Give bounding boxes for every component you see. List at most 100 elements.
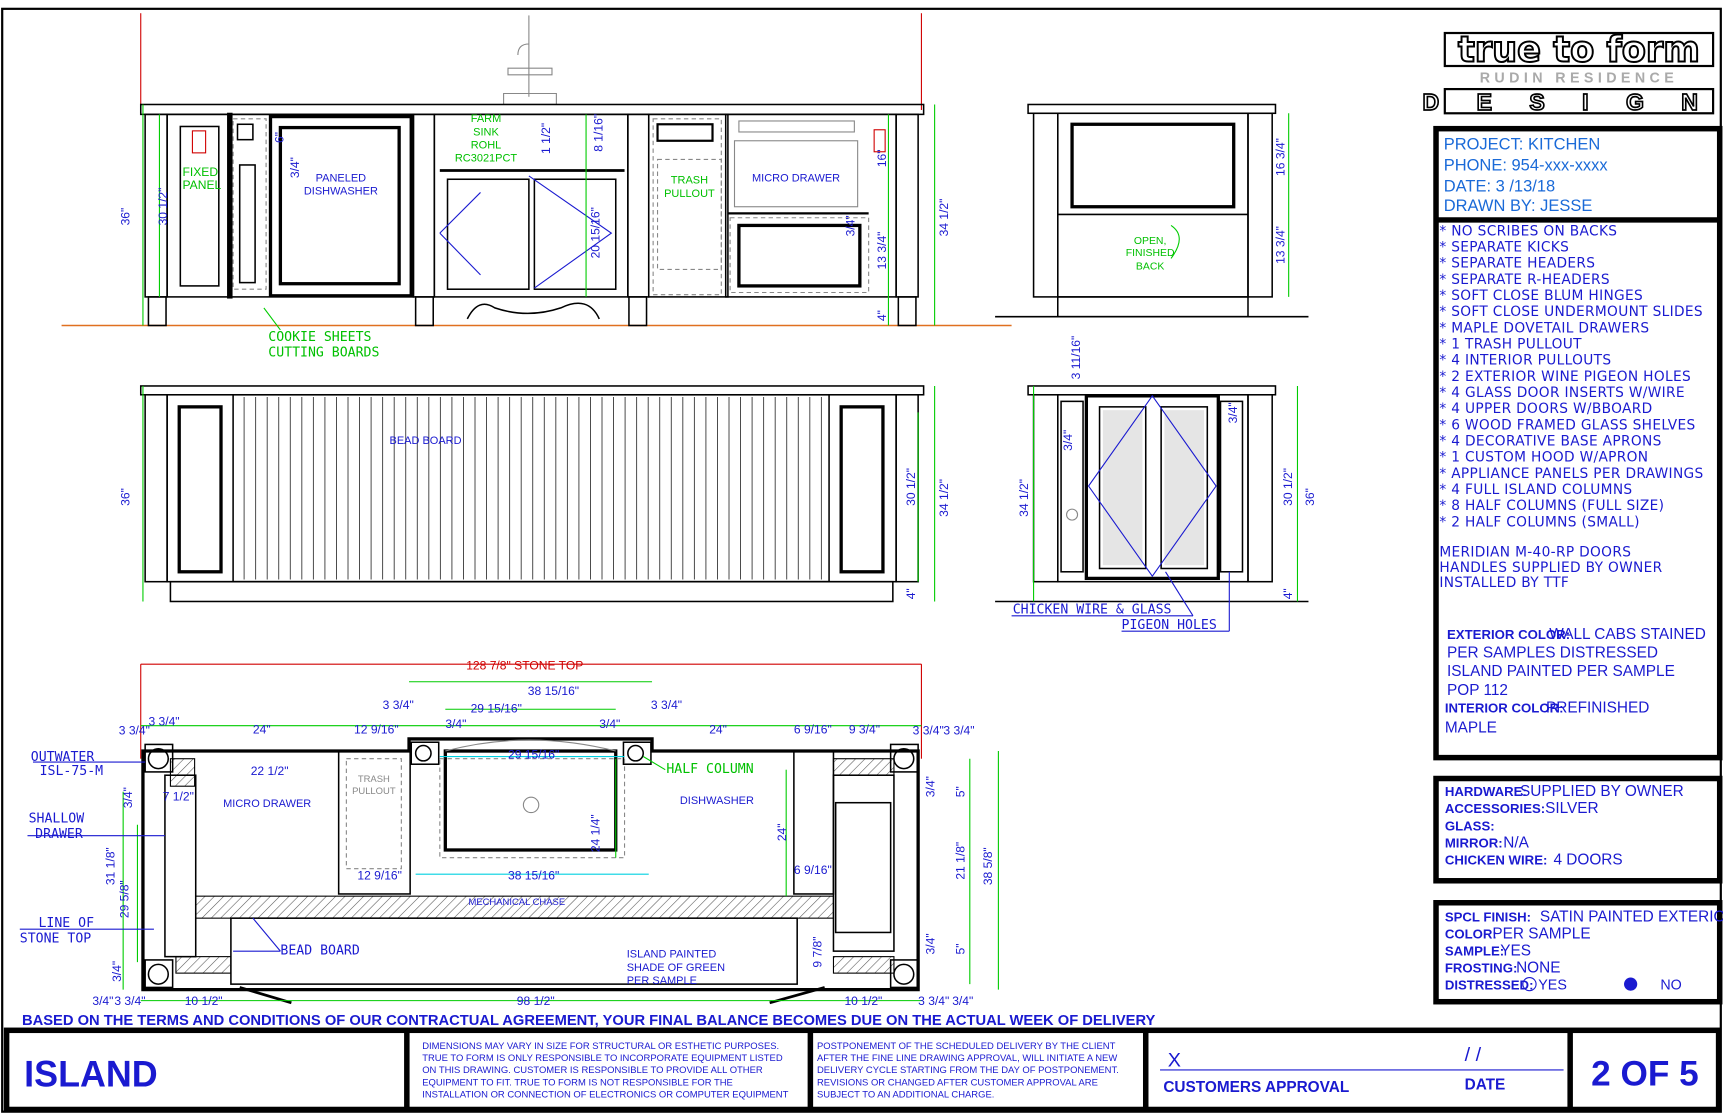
cookie-sheets-callout: COOKIE SHEETS bbox=[268, 330, 371, 345]
exterior-color-value: ISLAND PAINTED PER SAMPLE bbox=[1447, 663, 1675, 680]
dim-label: 4" bbox=[904, 588, 918, 599]
dim-label: 98 1/2" bbox=[517, 994, 555, 1008]
outwater-callout: ISL-75-M bbox=[40, 764, 104, 779]
dim-label: 3 3/4" bbox=[383, 698, 414, 712]
spec-note-item: * 6 WOOD FRAMED GLASS SHELVES bbox=[1439, 417, 1695, 433]
dim-label: 1 1/2" bbox=[539, 123, 553, 154]
sheet-title: ISLAND bbox=[24, 1053, 158, 1095]
dim-label: 6" bbox=[273, 132, 287, 143]
finish-value: SATIN PAINTED EXTERIOR bbox=[1540, 908, 1723, 925]
dim-label: 36" bbox=[119, 488, 133, 506]
line-of-stone-top-callout: LINE OF bbox=[38, 916, 94, 931]
door-note: MERIDIAN M-40-RP DOORS bbox=[1439, 544, 1631, 560]
disclaimer-line: TRUE TO FORM IS ONLY RESPONSIBLE TO INCO… bbox=[422, 1053, 783, 1064]
sink-label: FARM bbox=[471, 113, 502, 125]
dim-label: 34 1/2" bbox=[937, 479, 951, 517]
spec-note-item: * 4 GLASS DOOR INSERTS W/WIRE bbox=[1439, 385, 1685, 401]
open-back-note: OPEN, bbox=[1134, 236, 1166, 247]
back-elevation: 36" 30 1/2" 34 1/2" 4" BEAD BOARD bbox=[119, 385, 951, 603]
front-elevation: 36" 30 1/2" 6" 3/4" 1 1/2" 8 1/16" 20 15… bbox=[61, 13, 1012, 360]
disclaimer-postponement: POSTPONEMENT OF THE SCHEDULED DELIVERY B… bbox=[817, 1041, 1119, 1100]
dim-label: 6 9/16" bbox=[794, 863, 832, 877]
dim-label: 9 7/8" bbox=[810, 936, 824, 967]
dim-label: 16" bbox=[875, 149, 889, 167]
dim-label: 3/4" bbox=[924, 933, 938, 954]
disclaimer-line: EQUIPMENT TO FIT. TRUE TO FORM IS NOT RE… bbox=[422, 1077, 733, 1088]
dim-label: 3/4" bbox=[1226, 402, 1240, 423]
disclaimer-line: INSTALLATION OR CONNECTION OF ELECTRONIC… bbox=[422, 1089, 788, 1100]
hardware-value: 4 DOORS bbox=[1553, 852, 1622, 869]
dim-label: 24 1/4" bbox=[588, 814, 602, 852]
finish-label: FROSTING: bbox=[1445, 961, 1518, 976]
plan-view: 128 7/8" STONE TOP bbox=[122, 659, 999, 1005]
dim-label: 36" bbox=[119, 208, 133, 226]
dim-label: 5" bbox=[953, 943, 967, 954]
spec-note-item: * SOFT CLOSE BLUM HINGES bbox=[1439, 288, 1643, 304]
sink-label: SINK bbox=[473, 126, 499, 138]
hardware-label: MIRROR: bbox=[1445, 836, 1503, 851]
company-logo: true to form RUDIN RESIDENCE DESIGN bbox=[1422, 29, 1723, 116]
hardware-value: SILVER bbox=[1545, 800, 1599, 817]
hardware-value: N/A bbox=[1503, 835, 1529, 852]
dim-label: 34 1/2" bbox=[1017, 479, 1031, 517]
door-note: HANDLES SUPPLIED BY OWNER bbox=[1439, 560, 1662, 576]
date-slashes: / / bbox=[1465, 1044, 1482, 1066]
dim-label: 3/4" bbox=[121, 787, 135, 808]
trash-pullout-label: TRASH bbox=[358, 774, 390, 785]
distressed-no-radio[interactable] bbox=[1624, 977, 1638, 991]
spec-note-item: * 2 HALF COLUMNS (SMALL) bbox=[1439, 514, 1640, 530]
finish-label: SPCL FINISH: bbox=[1445, 909, 1531, 924]
disclaimer-line: DIMENSIONS MAY VARY IN SIZE FOR STRUCTUR… bbox=[422, 1041, 779, 1052]
sink-label: ROHL bbox=[471, 139, 502, 151]
hardware-label: GLASS: bbox=[1445, 818, 1495, 833]
dim-label: 4" bbox=[1281, 588, 1295, 599]
spec-note-item: * SEPARATE KICKS bbox=[1439, 239, 1569, 255]
plan-labels: OUTWATER ISL-75-M SHALLOW DRAWER LINE OF… bbox=[19, 750, 754, 987]
dim-label: 31 1/8" bbox=[103, 847, 117, 885]
page-number: 2 OF 5 bbox=[1591, 1054, 1699, 1093]
spec-notes-list: * NO SCRIBES ON BACKS* SEPARATE KICKS* S… bbox=[1439, 223, 1703, 530]
bead-board-label: BEAD BOARD bbox=[390, 435, 462, 447]
plan-dimensions: 3 3/4"3 3/4"24"12 9/16"3 3/4"3/4"29 15/1… bbox=[92, 684, 994, 1008]
finish-label: SAMPLE: bbox=[1445, 944, 1504, 959]
dim-label: 3/4" bbox=[110, 961, 124, 982]
dim-label: 3 3/4" bbox=[651, 698, 682, 712]
hardware-label: HARDWARE: bbox=[1445, 784, 1527, 799]
logo-design: DESIGN bbox=[1423, 89, 1723, 115]
dim-label: 5" bbox=[953, 786, 967, 797]
hardware-label: ACCESSORIES: bbox=[1445, 801, 1545, 816]
door-note: INSTALLED BY TTF bbox=[1439, 575, 1569, 591]
distressed-yes-radio[interactable] bbox=[1522, 976, 1537, 992]
customer-approval[interactable]: X / / CUSTOMERS APPROVAL DATE bbox=[1160, 1044, 1564, 1096]
spec-note-item: * SEPARATE HEADERS bbox=[1439, 256, 1595, 272]
trash-pullout-label: PULLOUT bbox=[352, 786, 396, 797]
finish-value: NONE bbox=[1516, 960, 1560, 977]
dim-label: 16 3/4" bbox=[1273, 138, 1287, 176]
dim-label: 7 1/2" bbox=[163, 790, 194, 804]
stone-top-dim: 128 7/8" STONE TOP bbox=[466, 659, 583, 673]
faucet-icon bbox=[503, 15, 557, 106]
disclaimer-line: SUBJECT TO AN ADDITIONAL CHARGE. bbox=[817, 1089, 994, 1100]
pigeon-holes-callout: PIGEON HOLES bbox=[1122, 618, 1217, 633]
color-spec: EXTERIOR COLOR: WALL CABS STAINED PER SA… bbox=[1445, 626, 1706, 736]
disclaimer-dimensions: DIMENSIONS MAY VARY IN SIZE FOR STRUCTUR… bbox=[422, 1041, 788, 1100]
dim-label: 8 1/16" bbox=[592, 114, 606, 152]
dim-label: 29 15/16" bbox=[508, 748, 559, 762]
interior-color-value: PREFINISHED bbox=[1546, 700, 1649, 717]
spec-note-item: * 4 FULL ISLAND COLUMNS bbox=[1439, 482, 1632, 498]
dim-label: 13 3/4" bbox=[875, 232, 889, 270]
disclaimer-line: ON THIS DRAWING. CUSTOMER IS RESPONSIBLE… bbox=[422, 1065, 763, 1076]
side-elevation-glass: 3 11/16" 3/4" 3/4" 34 1/2" 30 1/2" 36" 4… bbox=[995, 336, 1317, 633]
dim-label: 38 15/16" bbox=[508, 869, 559, 883]
open-back-note: FINISHED bbox=[1126, 248, 1175, 259]
fixed-panel-label: PANEL bbox=[183, 178, 222, 192]
shallow-drawer-callout: DRAWER bbox=[35, 827, 83, 842]
dim-label: 3/4" bbox=[952, 994, 973, 1008]
chicken-wire-callout: CHICKEN WIRE & GLASS bbox=[1013, 603, 1172, 618]
project-name: PROJECT: KITCHEN bbox=[1444, 136, 1601, 154]
exterior-color-value: WALL CABS STAINED bbox=[1549, 626, 1706, 643]
mechanical-chase-label: MECHANICAL CHASE bbox=[468, 897, 565, 908]
distressed-yes-label: YES bbox=[1538, 978, 1567, 994]
exterior-color-value: PER SAMPLES DISTRESSED bbox=[1447, 645, 1658, 662]
